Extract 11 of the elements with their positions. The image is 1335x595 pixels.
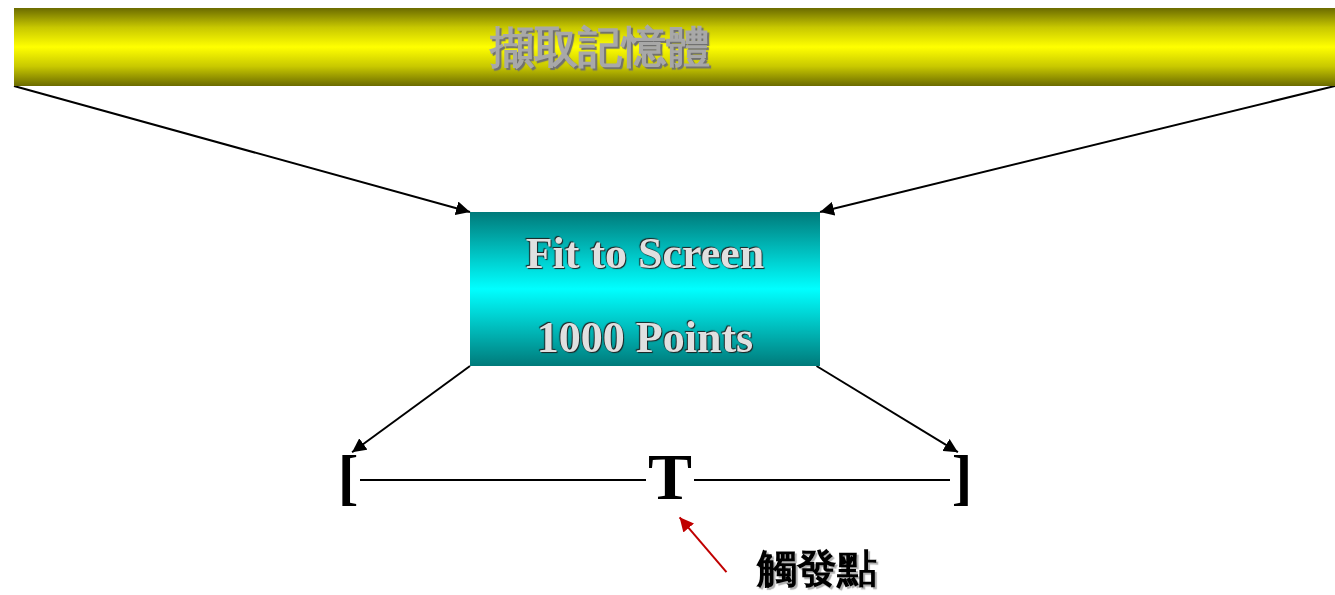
- bracket: [: [336, 446, 360, 508]
- bracket: ]: [950, 446, 974, 508]
- line: [693, 479, 951, 482]
- arrow: [678, 516, 728, 574]
- arrow: [351, 365, 471, 454]
- trigger-label: 觸發點: [744, 542, 890, 594]
- display-box: Fit to Screen 1000 Points: [470, 212, 820, 366]
- memory-band: 擷取記憶體: [14, 8, 1335, 86]
- arrow: [13, 85, 471, 215]
- arrow: [815, 365, 959, 454]
- line: [359, 479, 647, 482]
